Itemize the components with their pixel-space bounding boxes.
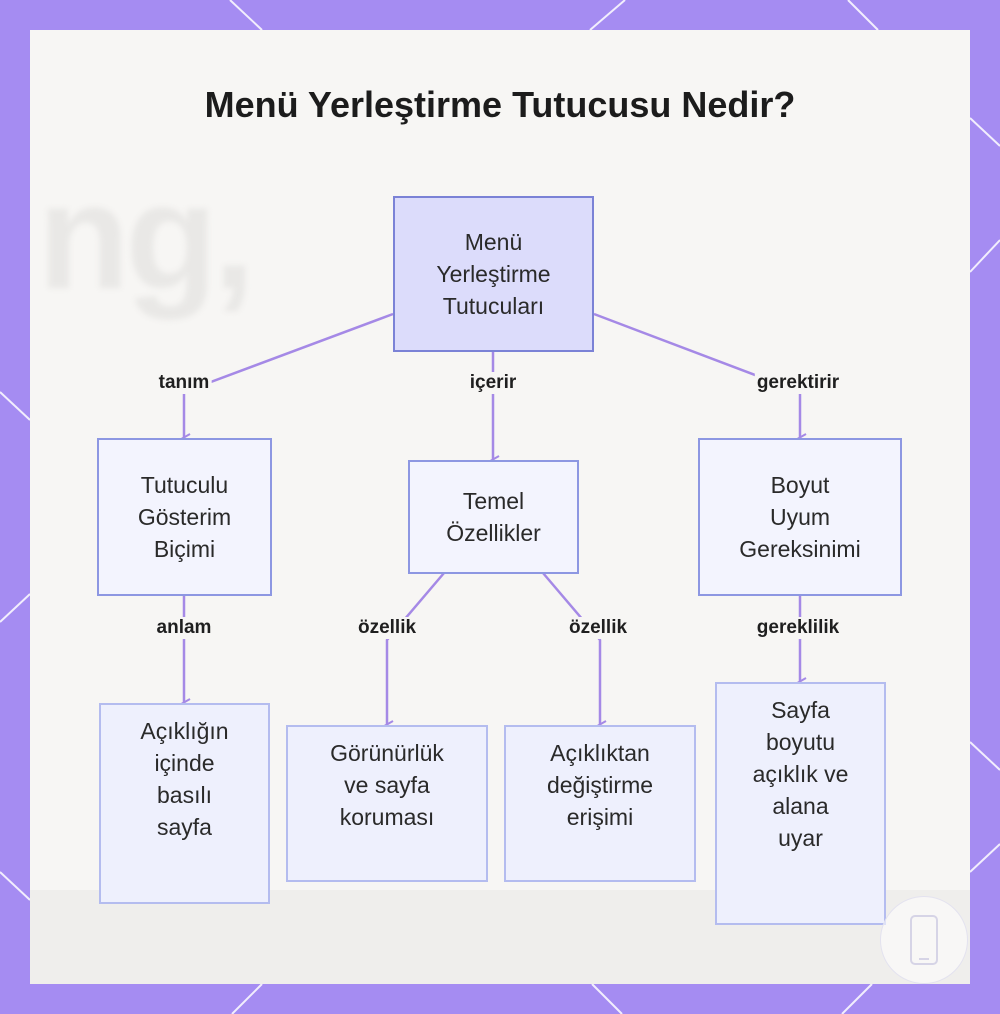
edge-label-meaning: anlam — [154, 617, 214, 639]
edge-label-definition: tanım — [156, 372, 212, 394]
background-watermark: ng, — [38, 152, 255, 320]
node-fit: Sayfa boyutu açıklık ve alana uyar — [715, 682, 886, 925]
node-display-format: Tutuculu Gösterim Biçimi — [97, 438, 272, 596]
node-fit-label: Sayfa boyutu açıklık ve alana uyar — [752, 697, 849, 851]
edge-features-access — [542, 572, 600, 725]
node-core-features: Temel Özellikler — [408, 460, 579, 574]
edge-label-feature-right: özellik — [566, 617, 630, 639]
page-title: Menü Yerleştirme Tutucusu Nedir? — [204, 84, 796, 125]
node-access-label: Açıklıktan değiştirme erişimi — [546, 740, 654, 830]
edge-label-feature-left: özellik — [355, 617, 419, 639]
node-visibility: Görünürlük ve sayfa koruması — [286, 725, 488, 882]
node-root: Menü Yerleştirme Tutucuları — [393, 196, 594, 352]
edge-label-contains: içerir — [467, 372, 519, 394]
node-visibility-label: Görünürlük ve sayfa koruması — [330, 740, 444, 830]
node-root-label: Menü Yerleştirme Tutucuları — [436, 229, 551, 319]
edge-label-requires: gerektirir — [754, 372, 842, 394]
node-core-features-label: Temel Özellikler — [446, 488, 541, 546]
node-access: Açıklıktan değiştirme erişimi — [504, 725, 696, 882]
node-size-requirement-label: Boyut Uyum Gereksinimi — [739, 472, 861, 562]
phone-badge — [880, 896, 968, 984]
edge-root-display — [184, 312, 394, 438]
edge-label-necessity: gereklilik — [754, 617, 842, 639]
edge-features-visibility — [387, 572, 445, 725]
node-printed-page: Açıklığın içinde basılı sayfa — [99, 703, 270, 904]
node-size-requirement: Boyut Uyum Gereksinimi — [698, 438, 902, 596]
phone-icon — [910, 915, 938, 965]
node-display-format-label: Tutuculu Gösterim Biçimi — [137, 472, 232, 562]
node-printed-page-label: Açıklığın içinde basılı sayfa — [140, 718, 229, 840]
